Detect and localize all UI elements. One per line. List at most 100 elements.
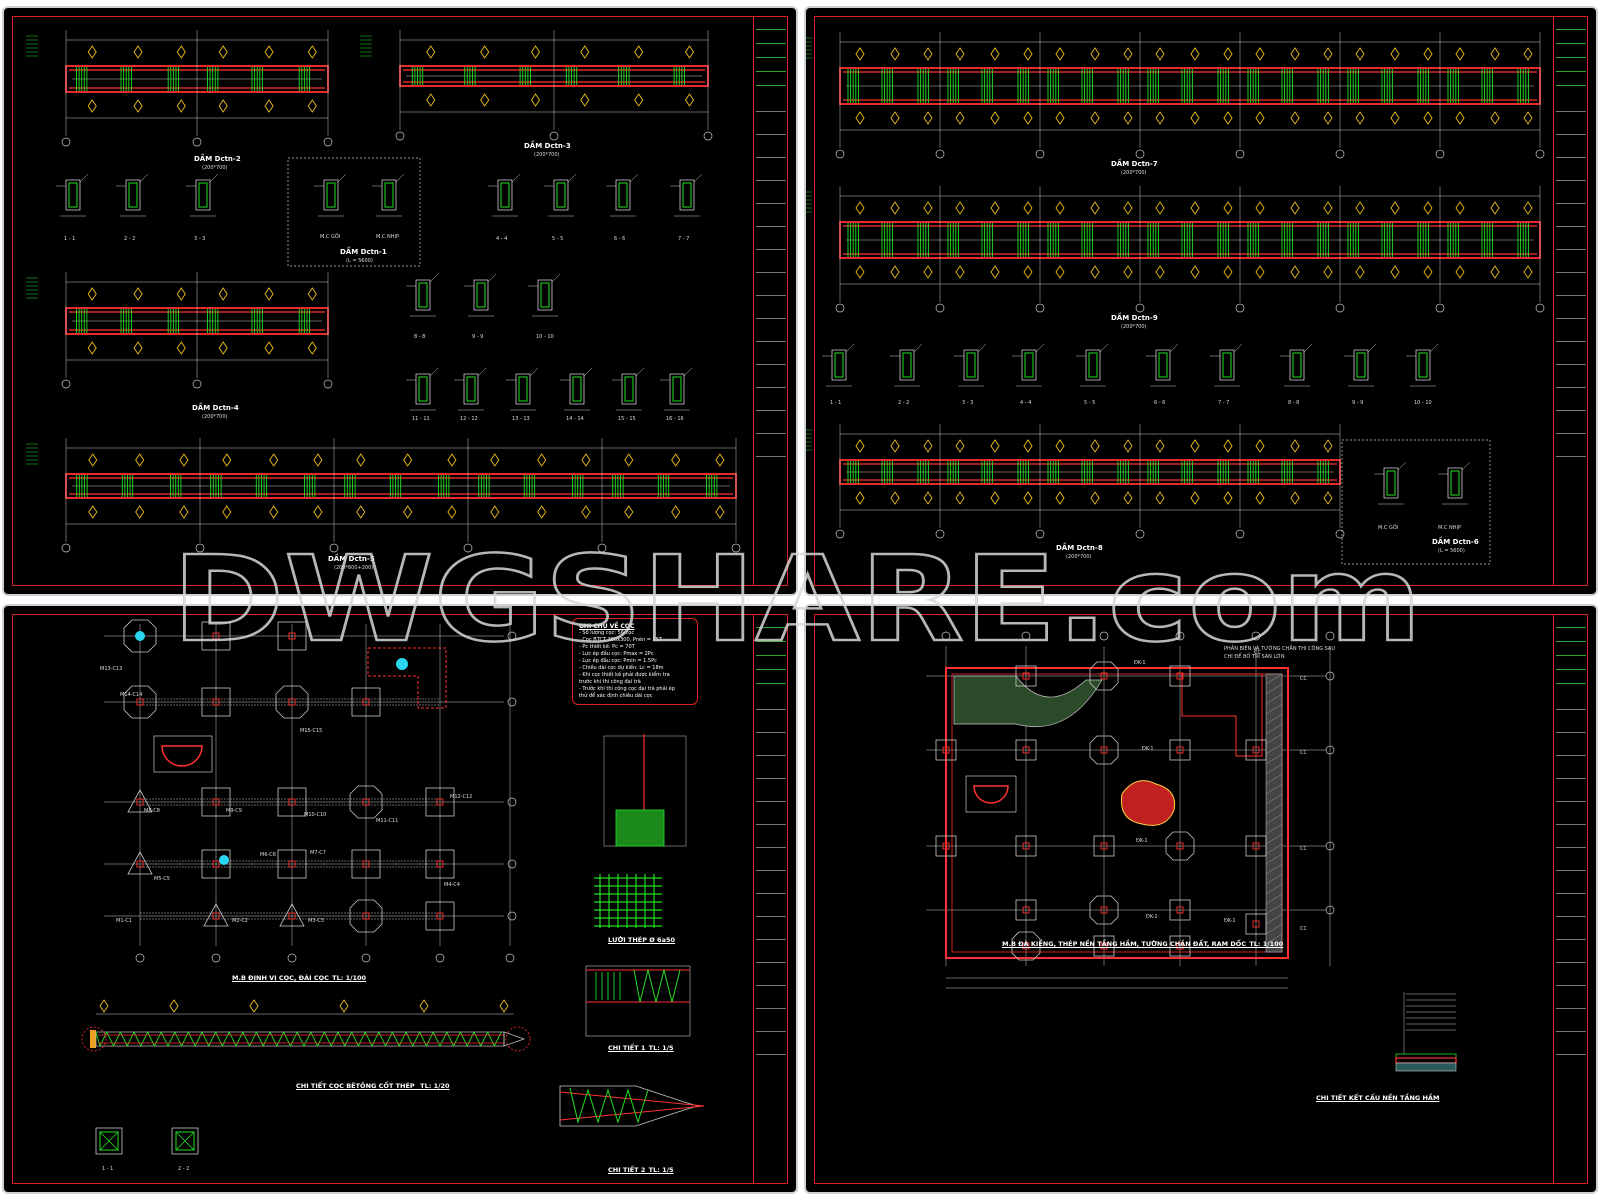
note-line: - Khi cọc thiết kế phải được kiểm tra [579,672,670,678]
section-marker [1190,491,1200,505]
section-marker [955,265,965,279]
wall-label: CC [1254,650,1261,656]
section-marker [218,341,228,355]
axis-bubble [1235,149,1245,159]
section-marker [1123,201,1133,215]
section-marker [923,111,933,125]
section-marker [1523,47,1533,61]
section-marker [307,99,317,113]
section-leader [1303,343,1313,353]
hatch [1265,693,1283,705]
section-marker [1023,265,1033,279]
pile-cap [279,903,305,927]
section-stirrup [624,376,634,402]
beam-sub-d2: (200*700) [202,165,228,171]
pile-cap [277,787,307,817]
section-label: 14 - 14 [566,416,584,422]
axis-bubble [549,131,559,141]
section-label: 9 - 9 [472,334,484,340]
section-marker [671,505,681,519]
section-outline [615,179,631,211]
beam-title-d2: DẦM Dctn-2 [194,155,241,163]
hatch [1265,843,1283,855]
section-marker [1190,47,1200,61]
section-label: 13 - 13 [512,416,530,422]
section-outline [323,179,339,211]
tie-beam-label: ĐK-1 [1134,660,1146,666]
section-marker [1255,111,1265,125]
axis-bubble [835,149,845,159]
pile [1100,906,1108,914]
drawing-frame [12,16,788,586]
pile [212,698,220,706]
section-leader [693,173,703,183]
hatch [1265,723,1283,735]
section-marker [1423,201,1433,215]
pile-cap [277,621,307,651]
axis-bubble [597,543,607,553]
pile [1022,672,1030,680]
section-leader [1035,343,1045,353]
pile-cap [349,785,383,819]
axis-bubble [1325,745,1335,755]
section-marker [634,93,644,107]
pile [136,698,144,706]
section-marker [624,453,634,467]
pile-cap [1015,665,1037,687]
elevator-cap [965,775,1017,813]
section-leader [845,343,855,353]
section-marker [480,45,490,59]
pile-cap-label: M15-C15 [300,728,323,734]
section-marker [1355,265,1365,279]
pile-cap-label: M12-C12 [450,794,473,800]
section-marker [176,45,186,59]
axis-bubble [1035,303,1045,313]
detail1-spiral [633,969,681,1003]
section-marker [87,45,97,59]
section-marker [222,453,232,467]
note-line: thử để xác định chiều dài cọc [579,693,653,699]
axis-bubble [1135,529,1145,539]
section-marker [1490,111,1500,125]
basement-section-title: CHI TIẾT KẾT CẤU NỀN TẦNG HẦM [1316,1094,1440,1102]
section-stirrup [572,376,582,402]
section-stirrup [618,182,628,208]
pile-cap [935,835,957,857]
beam-sub-d9: (200*700) [1121,324,1147,330]
mc-goi-label: M.C GỐI [1378,525,1399,531]
section-leader [551,273,561,283]
axis-bubble [192,137,202,147]
section-stirrup [418,376,428,402]
section-stirrup [672,376,682,402]
section-marker [1255,265,1265,279]
section-leader [337,173,347,183]
section-marker [890,201,900,215]
layer [1395,1057,1457,1064]
section-marker [133,287,143,301]
beam-sub-d3: (200*700) [534,152,560,158]
axis-bubble [941,631,951,641]
hatch [1265,933,1283,945]
section-marker [133,341,143,355]
section-marker [890,439,900,453]
beam-sub-d1: (L = 5600) [346,258,373,264]
section-stirrup [1356,352,1366,378]
detail2-bar [559,1091,705,1107]
section-label: 3 - 3 [194,236,206,242]
section-marker [176,287,186,301]
section-stirrup [518,376,528,402]
axis-bubble [1435,303,1445,313]
section-marker [1155,111,1165,125]
section-marker [490,453,500,467]
note-line: - Lực ép đầu cọc: Pmin = 1.5Pc [579,658,657,664]
hatch [1265,853,1283,865]
detail1-frame [585,965,691,1037]
section-marker [313,505,323,519]
pile-cap [277,849,307,879]
section-outline [669,373,685,405]
section-label: 15 - 15 [618,416,636,422]
section-marker [530,45,541,59]
section-stirrup [1418,352,1428,378]
wall-label: CC [1300,750,1307,756]
note-line: - Trước khi thi công cọc đại trà phải ép [579,686,675,692]
